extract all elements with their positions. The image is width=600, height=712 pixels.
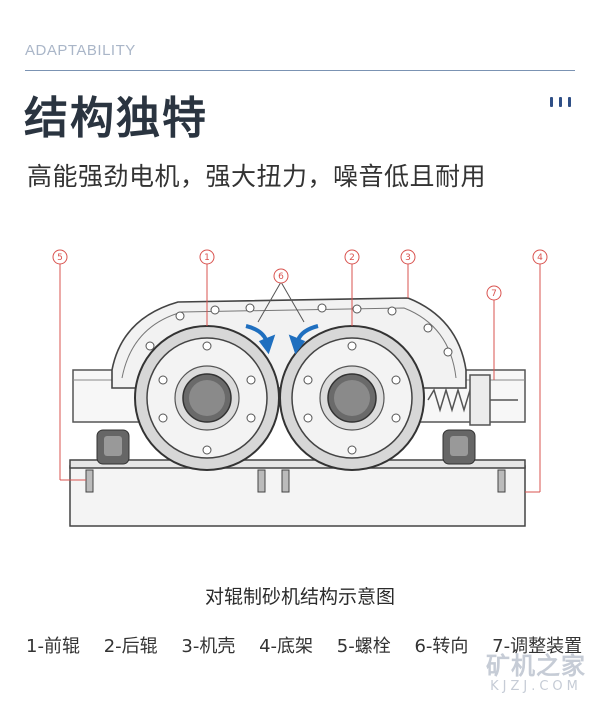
watermark-text: 矿机之家 xyxy=(486,652,586,680)
callout-6: 6 xyxy=(278,272,284,282)
decorative-bars-icon xyxy=(550,97,571,107)
adjustment-spring xyxy=(427,374,518,426)
legend-item: 3-机壳 xyxy=(181,636,236,657)
callout-5: 5 xyxy=(57,253,63,263)
watermark: 矿机之家 KJZJ.COM xyxy=(486,646,586,694)
callout-7: 7 xyxy=(491,289,497,299)
page-title: 结构独特 xyxy=(24,93,208,144)
bolt xyxy=(85,469,94,493)
callout-3: 3 xyxy=(405,253,411,263)
callout-2: 2 xyxy=(349,253,355,263)
callouts xyxy=(52,249,548,301)
legend-item: 4-底架 xyxy=(259,636,314,657)
legend-item: 2-后辊 xyxy=(103,636,158,657)
eyebrow-label: ADAPTABILITY xyxy=(25,42,136,59)
legend-item: 5-螺栓 xyxy=(336,636,391,657)
watermark-url: KJZJ.COM xyxy=(490,679,582,694)
bolt xyxy=(281,469,290,493)
legend-item: 7-调整装置 xyxy=(492,636,583,657)
base-frame xyxy=(69,465,526,527)
legend-item: 1-前辊 xyxy=(26,636,80,657)
roller-crusher-diagram: 5 1 2 3 4 6 7 xyxy=(52,249,548,527)
bolt xyxy=(257,469,266,493)
legend-item: 6-转向 xyxy=(414,636,469,657)
page-subtitle: 高能强劲电机，强大扭力，噪音低且耐用 xyxy=(27,162,487,191)
front-roller xyxy=(134,325,280,471)
callout-4: 4 xyxy=(537,253,543,263)
diagram-caption: 对辊制砂机结构示意图 xyxy=(204,586,395,608)
callout-1: 1 xyxy=(204,253,210,263)
header-divider xyxy=(25,70,575,71)
bolt xyxy=(497,469,506,493)
parts-legend: 1-前辊 2-后辊 3-机壳 4-底架 5-螺栓 6-转向 7-调整装置 xyxy=(26,632,582,658)
rear-roller xyxy=(279,325,425,471)
base-top-rail xyxy=(69,459,526,469)
rotation-arrows xyxy=(245,324,319,355)
